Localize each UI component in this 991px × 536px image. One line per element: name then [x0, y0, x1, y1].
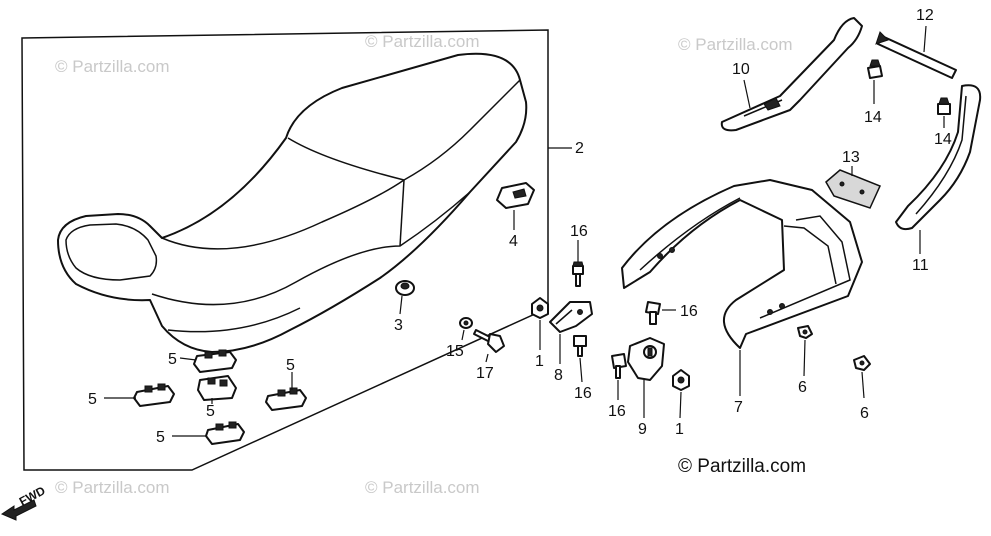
callout-1: 1 [535, 353, 544, 370]
bolt[interactable] [645, 301, 661, 325]
seat-lock[interactable] [627, 337, 665, 381]
watermark: © Partzilla.com [55, 478, 170, 497]
grip-left[interactable] [720, 17, 863, 132]
callout-5: 5 [206, 403, 215, 420]
callout-6: 6 [860, 405, 869, 422]
callout-13: 13 [842, 149, 860, 166]
seat-cushion[interactable] [205, 421, 245, 445]
seat-bracket[interactable] [549, 301, 593, 333]
callout-2: 2 [575, 140, 584, 157]
watermark: © Partzilla.com [55, 57, 170, 76]
callout-16: 16 [608, 403, 626, 420]
callout-16: 16 [680, 303, 698, 320]
mounting-plate[interactable] [825, 169, 882, 209]
washer[interactable] [459, 317, 473, 329]
callout-9: 9 [638, 421, 647, 438]
fwd-arrow-icon [0, 499, 37, 521]
grip-right[interactable] [895, 84, 982, 231]
callout-5: 5 [156, 429, 165, 446]
copyright-notice: © Partzilla.com [678, 456, 806, 477]
callout-8: 8 [554, 367, 563, 384]
seat[interactable] [57, 52, 528, 353]
bolt[interactable] [611, 353, 627, 379]
callout-11: 11 [912, 257, 929, 274]
callout-7: 7 [734, 399, 743, 416]
watermark: © Partzilla.com [365, 478, 480, 497]
nut[interactable] [531, 297, 549, 319]
callout-16: 16 [574, 385, 592, 402]
bolt[interactable] [473, 329, 505, 353]
callout-16: 16 [570, 223, 588, 240]
screw[interactable] [867, 59, 883, 79]
seat-cushion[interactable] [193, 349, 237, 373]
seat-hook[interactable] [496, 182, 535, 209]
seat-cushion[interactable] [197, 375, 237, 401]
cowl-clip[interactable] [797, 325, 813, 339]
callout-1: 1 [675, 421, 684, 438]
watermark: © Partzilla.com [365, 32, 480, 51]
bolt[interactable] [572, 261, 584, 287]
callout-14: 14 [864, 109, 882, 126]
callout-14: 14 [934, 131, 952, 148]
seat-cushion[interactable] [265, 387, 307, 411]
callout-15: 15 [446, 343, 464, 360]
callouts: 2 4 3 5 5 5 5 5 15 17 1 16 16 8 16 16 9 … [88, 7, 952, 446]
callout-5: 5 [286, 357, 295, 374]
bolt[interactable] [573, 335, 587, 357]
cowl-clip[interactable] [853, 355, 871, 371]
callout-3: 3 [394, 317, 403, 334]
screw[interactable] [937, 97, 951, 115]
callout-5: 5 [168, 351, 177, 368]
callout-12: 12 [916, 7, 934, 24]
callout-6: 6 [798, 379, 807, 396]
trim-strip[interactable] [875, 31, 957, 79]
seat-cowl[interactable] [621, 179, 863, 349]
grommet[interactable] [395, 280, 415, 296]
watermark: © Partzilla.com [678, 35, 793, 54]
callout-10: 10 [732, 61, 750, 78]
seat-assembly-frame [21, 29, 549, 471]
nut[interactable] [672, 369, 690, 391]
seat-cushion[interactable] [133, 383, 175, 407]
leader-lines [104, 25, 945, 437]
callout-17: 17 [476, 365, 494, 382]
callout-5: 5 [88, 391, 97, 408]
callout-4: 4 [509, 233, 518, 250]
